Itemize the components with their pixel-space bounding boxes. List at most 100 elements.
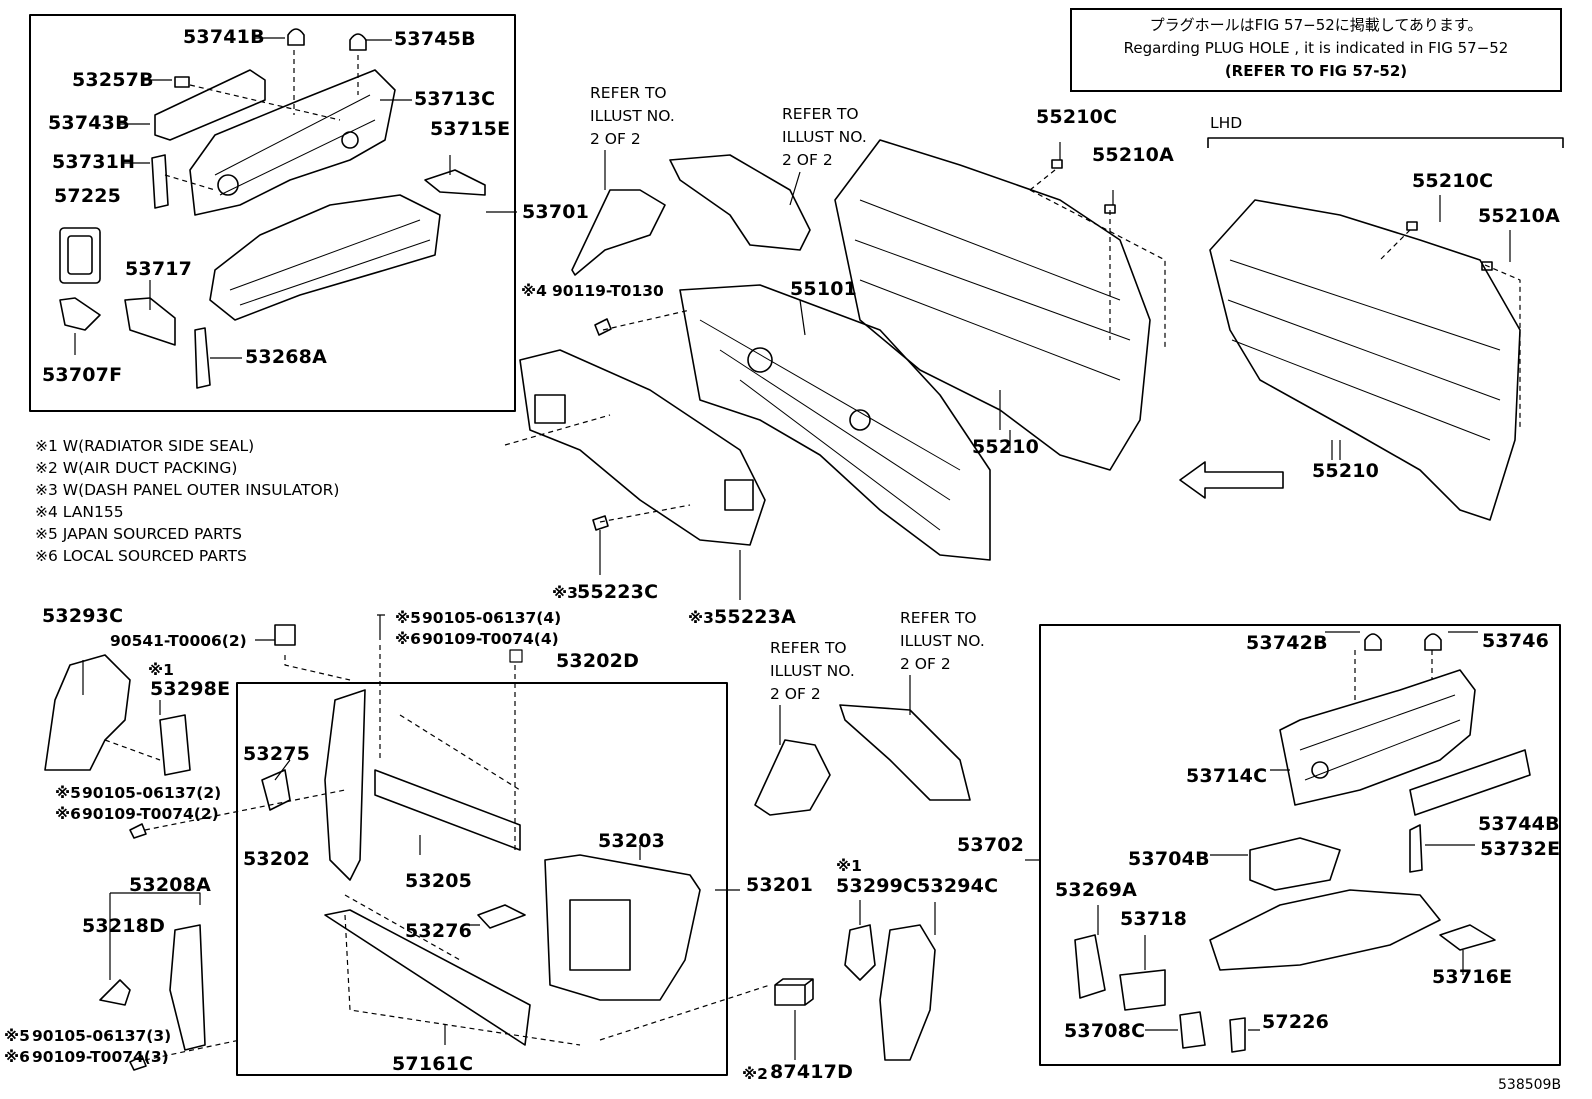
part-label: 53732E bbox=[1480, 838, 1561, 860]
group-frame-bottom-right bbox=[1039, 624, 1561, 1066]
part-53294C-shape bbox=[879, 924, 936, 1061]
part-label: 55223C bbox=[577, 581, 659, 603]
mark-6a: ※6 bbox=[55, 805, 81, 823]
refer-note-b: REFER TO ILLUST NO. 2 OF 2 bbox=[782, 105, 867, 169]
footnote-3: ※3 W(DASH PANEL OUTER INSULATOR) bbox=[35, 481, 340, 499]
part-label: 57225 bbox=[54, 185, 122, 207]
figure-id: 538509B bbox=[1498, 1077, 1562, 1093]
part-label: 90105-06137(2) bbox=[82, 784, 222, 802]
part-55210-silencer-right bbox=[1209, 199, 1521, 521]
part-label: 87417D bbox=[770, 1061, 854, 1083]
footnote-1: ※1 W(RADIATOR SIDE SEAL) bbox=[35, 437, 255, 455]
refer-note-c: REFER TO ILLUST NO. 2 OF 2 bbox=[770, 639, 855, 703]
insulator-shape-c bbox=[754, 739, 831, 816]
part-53716-apron-lower bbox=[1209, 889, 1441, 971]
footnote-5: ※5 JAPAN SOURCED PARTS bbox=[35, 525, 242, 543]
part-87417D-packing bbox=[774, 978, 814, 1006]
part-53203-support bbox=[544, 854, 701, 1001]
part-label: 90109-T0074(4) bbox=[422, 630, 559, 648]
part-label: 53704B bbox=[1128, 848, 1210, 870]
part-label: 55210C bbox=[1036, 106, 1118, 128]
part-53704B-shape bbox=[1249, 837, 1341, 891]
clip-53741B bbox=[287, 28, 305, 46]
part-label: 53744B bbox=[1478, 813, 1560, 835]
part-55210-silencer-left bbox=[834, 139, 1151, 471]
part-label: 53202 bbox=[243, 848, 311, 870]
mark-1b: ※1 bbox=[836, 857, 862, 875]
clip-53745B bbox=[349, 33, 367, 51]
part-label: 53257B bbox=[72, 69, 154, 91]
lhd-bracket bbox=[1207, 137, 1564, 148]
part-label: 53745B bbox=[394, 28, 476, 50]
part-label: 55101 bbox=[790, 278, 858, 300]
part-55101-dash-panel bbox=[679, 284, 991, 561]
part-label: 55223A bbox=[714, 606, 797, 628]
insulator-shape-a bbox=[571, 189, 666, 276]
part-label: 53743B bbox=[48, 112, 130, 134]
part-label: 55210A bbox=[1092, 144, 1175, 166]
footnote-list: ※1 W(RADIATOR SIDE SEAL) ※2 W(AIR DUCT P… bbox=[35, 438, 339, 565]
plug-hole-notice: プラグホールはFIG 57−52に掲載してあります。 Regarding PLU… bbox=[1070, 8, 1562, 92]
direction-arrow bbox=[1179, 461, 1284, 499]
part-label: 53742B bbox=[1246, 632, 1328, 654]
part-53744B-shape bbox=[1409, 749, 1531, 816]
mark-2: ※2 bbox=[742, 1065, 768, 1083]
part-label: 53269A bbox=[1055, 879, 1138, 901]
part-label: 90109-T0074(3) bbox=[32, 1048, 169, 1066]
part-label: 53708C bbox=[1064, 1020, 1146, 1042]
part-label: 53707F bbox=[42, 364, 123, 386]
part-label: 53715E bbox=[430, 118, 511, 140]
insulator-shape-b bbox=[669, 154, 811, 251]
group-frame-radiator-support bbox=[236, 682, 728, 1076]
part-53714C-apron-upper bbox=[1279, 669, 1476, 806]
mark-3a: ※3 bbox=[552, 584, 578, 602]
part-label: 53701 bbox=[522, 201, 590, 223]
part-label: 90109-T0074(2) bbox=[82, 805, 219, 823]
part-label: 53203 bbox=[598, 830, 666, 852]
part-label: 53276 bbox=[405, 920, 473, 942]
part-label: 53713C bbox=[414, 88, 496, 110]
refer-note-a: REFER TO ILLUST NO. 2 OF 2 bbox=[590, 84, 675, 148]
part-label: 57161C bbox=[392, 1053, 474, 1075]
refer-note-d: REFER TO ILLUST NO. 2 OF 2 bbox=[900, 609, 985, 673]
notice-japanese: プラグホールはFIG 57−52に掲載してあります。 bbox=[1149, 16, 1483, 34]
part-label: 55210C bbox=[1412, 170, 1494, 192]
mark-5c: ※5 bbox=[4, 1027, 30, 1045]
part-57161C-lower-support bbox=[324, 909, 531, 1046]
part-label: 53298E bbox=[150, 678, 231, 700]
mark-6c: ※6 bbox=[4, 1048, 30, 1066]
part-label: 53746 bbox=[1482, 630, 1550, 652]
part-label: 53202D bbox=[556, 650, 640, 672]
footnote-6: ※6 LOCAL SOURCED PARTS bbox=[35, 547, 247, 565]
part-label: 53208A bbox=[129, 874, 212, 896]
mark-4: ※4 bbox=[521, 282, 547, 300]
part-label: 53717 bbox=[125, 258, 193, 280]
notice-english: Regarding PLUG HOLE , it is indicated in… bbox=[1123, 39, 1509, 57]
part-53293C-shape bbox=[44, 654, 131, 771]
part-53713C-shape bbox=[189, 69, 396, 216]
group-frame-top-left bbox=[29, 14, 516, 412]
part-label: 53718 bbox=[1120, 908, 1188, 930]
part-label: 55210 bbox=[972, 436, 1040, 458]
part-53299C-shape bbox=[844, 924, 876, 981]
part-label: 53731H bbox=[52, 151, 136, 173]
part-label: 55210A bbox=[1478, 205, 1561, 227]
part-label: 53205 bbox=[405, 870, 473, 892]
part-label: 53201 bbox=[746, 874, 814, 896]
part-label: 53716E bbox=[1432, 966, 1513, 988]
part-53717-apron bbox=[209, 194, 441, 321]
notice-refer: (REFER TO FIG 57-52) bbox=[1224, 62, 1408, 80]
part-label: 53714C bbox=[1186, 765, 1268, 787]
mark-5b: ※5 bbox=[395, 609, 421, 627]
part-53208A-shape bbox=[169, 924, 206, 1051]
part-label: 53275 bbox=[243, 743, 311, 765]
mark-1a: ※1 bbox=[148, 661, 174, 679]
part-label: 90119-T0130 bbox=[552, 282, 664, 300]
footnote-2: ※2 W(AIR DUCT PACKING) bbox=[35, 459, 238, 477]
lhd-label: LHD bbox=[1210, 114, 1243, 132]
part-label: 53299C bbox=[836, 875, 918, 897]
footnote-4: ※4 LAN155 bbox=[35, 503, 124, 521]
insulator-shape-d bbox=[839, 704, 971, 801]
part-53743B-shape bbox=[154, 69, 266, 141]
